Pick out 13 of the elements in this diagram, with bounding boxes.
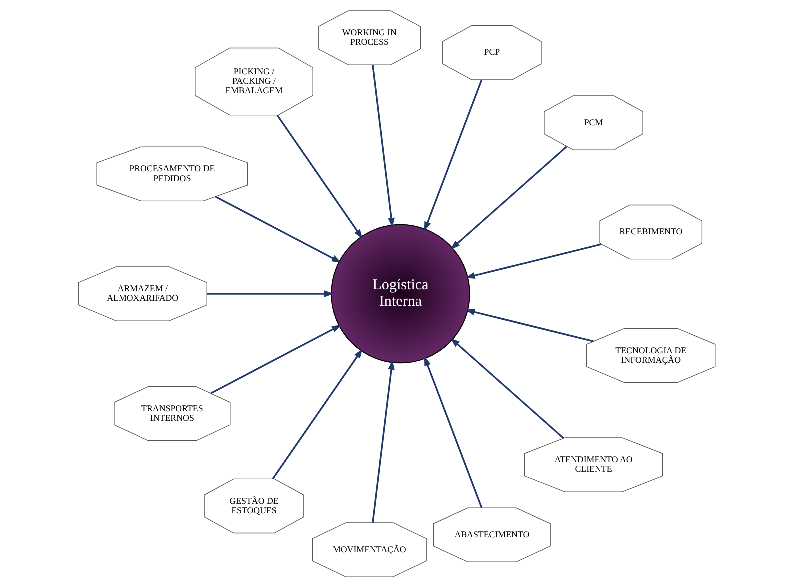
arrow [450, 338, 564, 440]
arrow [272, 348, 362, 480]
arrow [372, 360, 394, 523]
arrow [372, 65, 394, 228]
arrow [424, 356, 482, 508]
arrow [450, 146, 567, 250]
arrow [464, 308, 594, 342]
arrow [424, 80, 482, 232]
arrow [206, 290, 334, 298]
arrow [210, 324, 342, 394]
arrow [215, 196, 342, 263]
arrow [276, 114, 362, 240]
arrow [465, 244, 602, 279]
